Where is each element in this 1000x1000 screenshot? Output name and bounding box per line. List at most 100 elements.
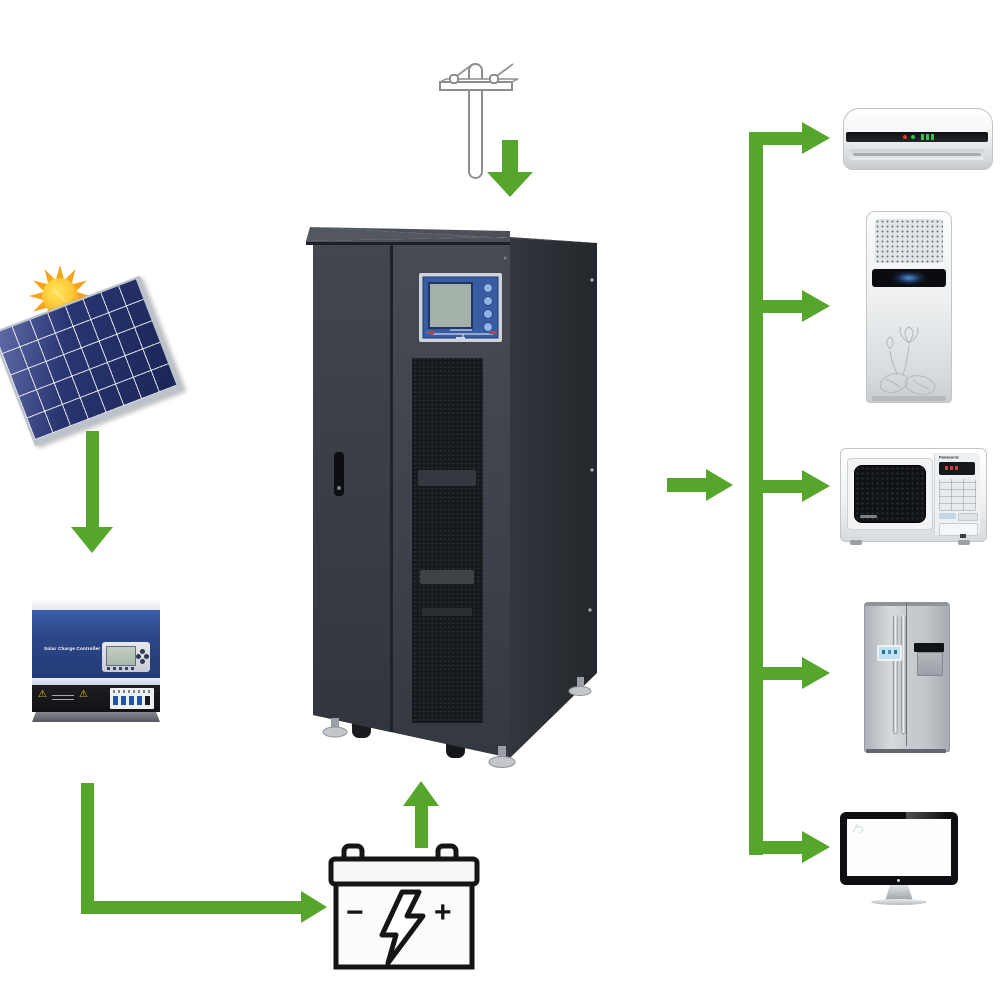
controller-label: Solar Charge Controller (44, 646, 101, 652)
vent-slot (418, 470, 476, 486)
warning-text-lines (52, 693, 74, 700)
wall-ac-vent-slot (853, 153, 981, 156)
controller-base (32, 712, 160, 722)
display-icon (894, 650, 897, 654)
microwave-keypad (939, 479, 976, 511)
arrow-battery-to-inverter-shaft (415, 802, 428, 848)
lid-gap-shadow (306, 242, 510, 245)
branch-monitor-shaft (763, 841, 802, 854)
controller-button-down (140, 659, 145, 664)
cabinet-top-edge (306, 227, 597, 245)
lightning-bolt-icon (379, 889, 426, 966)
solar-charge-controller-icon: Solar Charge Controller ⚠ ⚠ (32, 596, 160, 724)
inverter-button (483, 283, 493, 293)
screw (588, 608, 592, 612)
controller-button-up (140, 649, 145, 654)
battery-minus-sign: − (346, 896, 364, 929)
wall-air-conditioner-icon (843, 108, 993, 170)
wall-ac-vent (849, 149, 985, 160)
vent-grille (412, 358, 483, 723)
microwave-display (939, 462, 975, 475)
handle-lock (337, 486, 341, 490)
screen-doodle (852, 823, 864, 834)
arrow-inverter-to-loads-head (706, 469, 736, 501)
wall-ac-display-stripe (846, 132, 988, 142)
branch-floor-ac-head (802, 290, 833, 322)
screw (503, 256, 507, 260)
terminal (145, 696, 150, 705)
battery-plus-sign: + (434, 896, 452, 929)
arrow-grid-to-inverter-shaft (502, 140, 518, 173)
door-handle (334, 452, 344, 496)
computer-monitor-icon (840, 812, 958, 905)
refrigerator-icon (862, 600, 950, 754)
refrigerator-base (866, 749, 946, 753)
leveling-foot (568, 677, 592, 696)
microwave-stop-button (958, 513, 978, 521)
arrow-panel-to-controller-shaft (86, 431, 99, 528)
arrow-panel-to-controller-head (71, 527, 113, 556)
terminal-labels (113, 690, 151, 693)
microwave-open-button (939, 523, 978, 536)
floor-air-conditioner-icon (866, 211, 952, 403)
vent-label-area (422, 608, 472, 616)
wall-ac-display-segment (926, 134, 929, 140)
cabinet-top-lid (306, 227, 597, 243)
monitor-screen (847, 819, 951, 876)
warning-triangle-icon: ⚠ (79, 689, 88, 700)
inverter-button (483, 309, 493, 319)
wall-ac-led-green (911, 135, 915, 139)
mimic-led-bottom (456, 337, 465, 340)
monitor-stand (885, 885, 913, 901)
wall-ac-display-segment (921, 134, 924, 140)
terminal (113, 696, 118, 705)
battery-lid (328, 856, 480, 887)
monitor-base (871, 899, 927, 905)
vent-slot (420, 570, 474, 584)
door-seam (390, 242, 393, 732)
branch-microwave-shaft (763, 480, 802, 493)
lotus-artwork (879, 326, 936, 395)
controller-terminal-section: ⚠ ⚠ (32, 685, 160, 712)
screw (590, 278, 594, 282)
connector-controller-across (81, 901, 301, 914)
leveling-foot (488, 746, 516, 768)
display-icon (888, 650, 891, 654)
microwave-foot (958, 540, 970, 545)
utility-pole-icon (439, 63, 519, 179)
branch-microwave-head (802, 470, 833, 502)
terminal (137, 696, 142, 705)
controller-button-left (136, 654, 141, 659)
terminal (121, 696, 126, 705)
mimic-led-left (426, 331, 434, 334)
battery-icon (328, 843, 480, 970)
wall-ac-led-red (903, 135, 907, 139)
branch-refrigerator-head (802, 657, 833, 689)
arrow-battery-to-inverter-head (403, 778, 439, 806)
inverter-button (483, 296, 493, 306)
refrigerator-handle-left (893, 615, 898, 733)
controller-button-right (144, 654, 149, 659)
terminal-block-panel (110, 688, 154, 709)
branch-refrigerator-shaft (763, 667, 802, 680)
microwave-window-label (860, 515, 877, 518)
controller-top-cap (32, 598, 160, 611)
refrigerator-door-seam (906, 602, 907, 746)
inverter-cabinet-icon (306, 227, 597, 768)
microwave-foot (850, 540, 862, 545)
microwave-brand: Panasonic (939, 455, 960, 460)
controller-divider-band (32, 678, 160, 685)
branch-floor-ac-shaft (763, 300, 802, 313)
arrow-grid-to-inverter-head (487, 172, 533, 200)
arrow-inverter-to-loads-shaft (667, 478, 706, 492)
cabinet-door (313, 242, 390, 732)
mimic-led-right (489, 331, 497, 334)
controller-lcd (106, 646, 136, 666)
branch-wall-ac-head (802, 122, 833, 154)
floor-ac-display (872, 269, 946, 287)
inverter-lcd-screen (428, 282, 473, 329)
refrigerator-handle-right (901, 615, 906, 733)
cabinet-side-panel (510, 238, 597, 758)
arrow-controller-to-battery-head (301, 891, 330, 923)
